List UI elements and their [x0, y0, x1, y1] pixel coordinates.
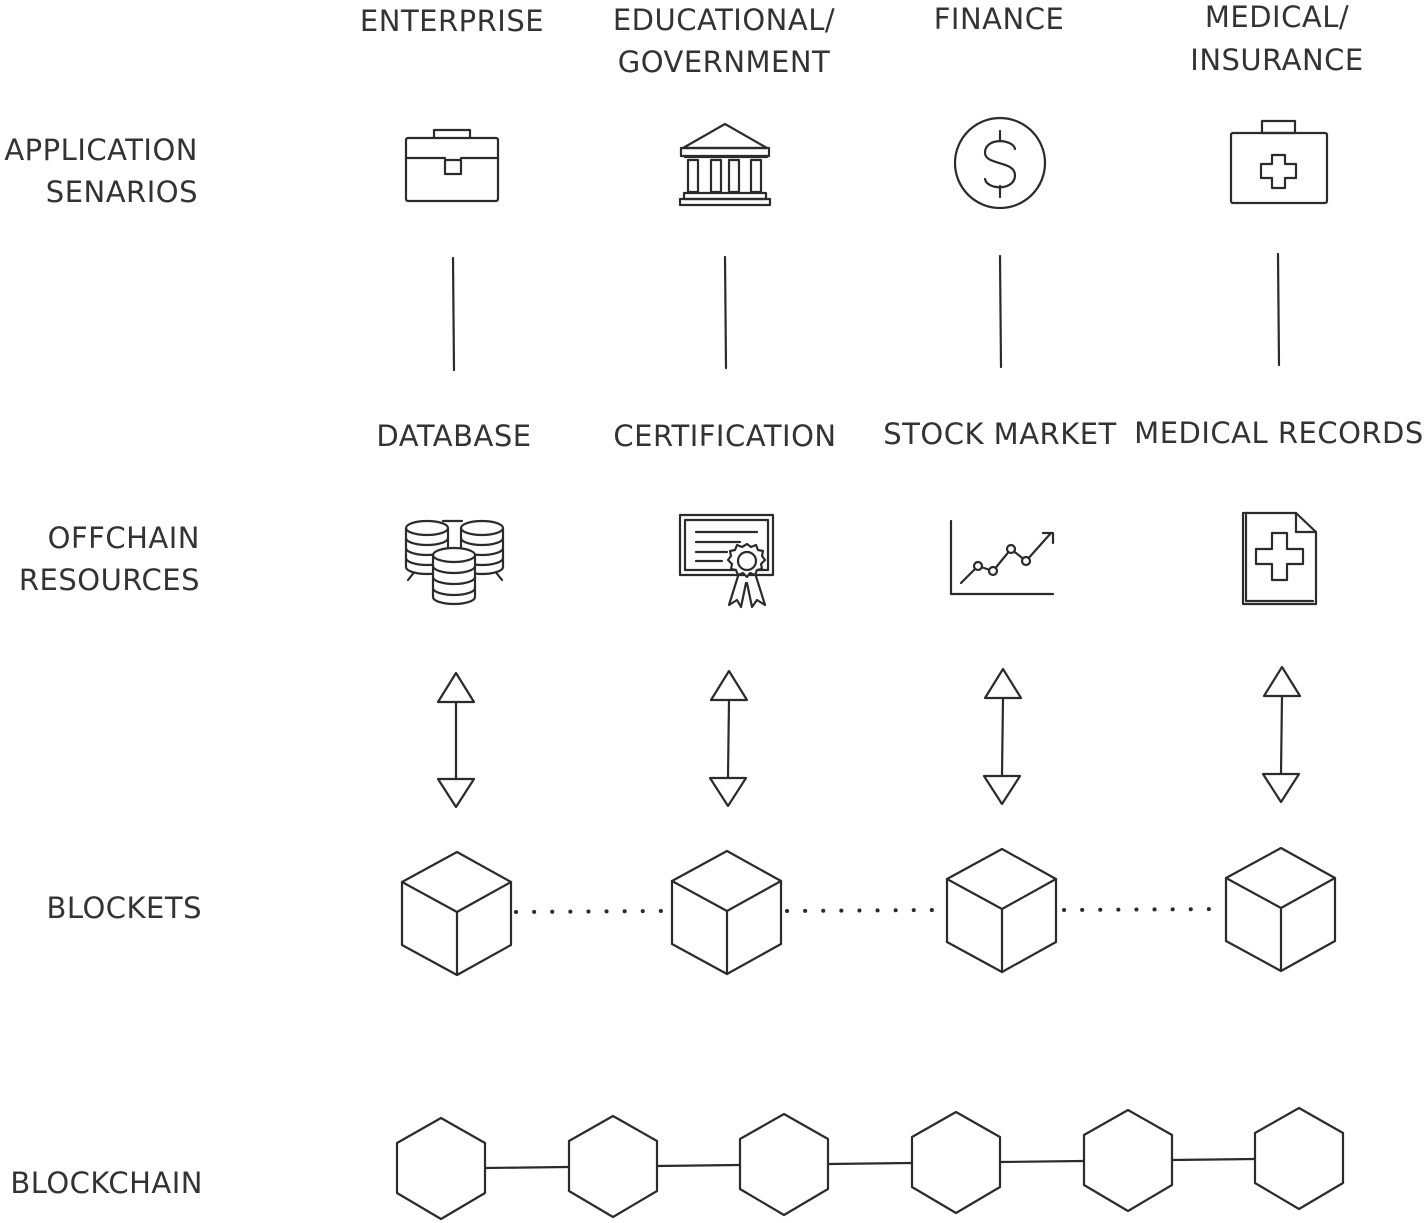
connector-line-4: [1276, 252, 1281, 367]
dollar-coin-icon: [953, 116, 1047, 210]
blockchain-block-5: [1082, 1108, 1174, 1213]
row-label-offchain-line2: RESOURCES: [19, 563, 200, 597]
resource-title-medical-records: MEDICAL RECORDS: [1134, 416, 1424, 450]
blockchain-block-2: [567, 1114, 659, 1219]
medical-kit-icon: [1229, 119, 1329, 205]
row-label-application-line2: SENARIOS: [46, 175, 198, 209]
blockchain-links: [483, 1157, 1257, 1170]
government-building-icon: [678, 122, 772, 207]
scenario-title-educational-line1: EDUCATIONAL/: [613, 3, 835, 37]
blocket-cube-3: [945, 847, 1058, 974]
sync-arrow-2: [708, 669, 749, 808]
blocket-cube-4: [1224, 846, 1337, 973]
connector-line-1: [451, 256, 456, 372]
resource-title-database: DATABASE: [376, 419, 531, 453]
certificate-icon: [678, 513, 775, 609]
resource-title-stock-market: STOCK MARKET: [883, 417, 1117, 451]
row-label-blockchain: BLOCKCHAIN: [10, 1166, 203, 1200]
blocket-dotted-links: [514, 907, 1224, 914]
briefcase-icon: [404, 128, 500, 203]
scenario-title-educational-line2: GOVERNMENT: [618, 45, 831, 79]
sync-arrow-3: [982, 667, 1023, 806]
scenario-title-medical-line2: INSURANCE: [1190, 43, 1363, 77]
blockchain-block-1: [395, 1116, 487, 1221]
blockchain-block-3: [738, 1112, 830, 1217]
line-chart-icon: [949, 519, 1055, 596]
scenario-title-enterprise: ENTERPRISE: [360, 4, 544, 38]
scenario-title-finance: FINANCE: [934, 2, 1065, 36]
sync-arrow-4: [1261, 665, 1302, 804]
row-label-application-line1: APPLICATION: [4, 133, 198, 167]
blockchain-block-4: [910, 1110, 1002, 1215]
connector-line-2: [723, 255, 728, 370]
database-stack-icon: [404, 519, 505, 606]
sync-arrow-1: [436, 671, 476, 809]
medical-record-icon: [1241, 511, 1318, 606]
resource-title-certification: CERTIFICATION: [613, 419, 836, 453]
blockchain-block-6: [1253, 1106, 1345, 1211]
row-label-offchain-line1: OFFCHAIN: [48, 521, 200, 555]
blocket-cube-1: [400, 850, 513, 977]
row-label-blockets: BLOCKETS: [46, 891, 202, 925]
connector-line-3: [998, 254, 1003, 369]
scenario-title-medical-line1: MEDICAL/: [1205, 0, 1349, 34]
blocket-cube-2: [670, 849, 783, 976]
